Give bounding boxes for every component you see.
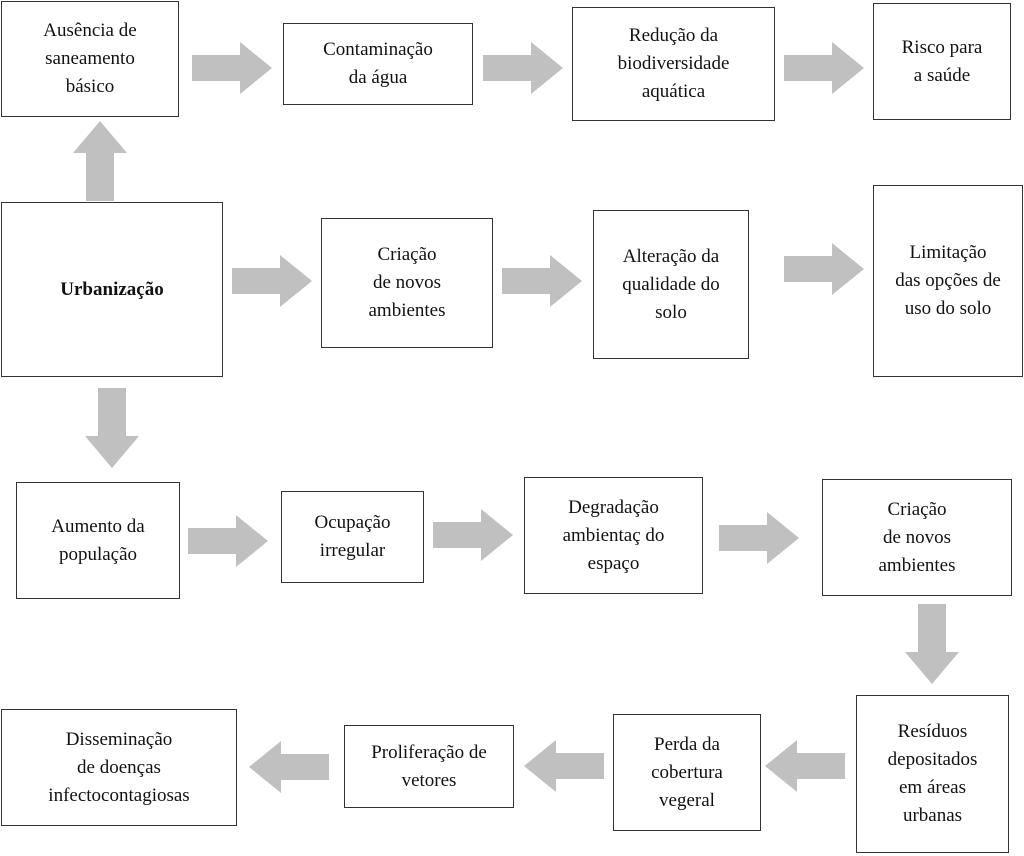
box-aumento-populacao: Aumento da população <box>16 482 180 599</box>
arrow-right-icon <box>232 255 312 307</box>
box-alteracao-qualidade-solo: Alteração da qualidade do solo <box>593 210 749 359</box>
box-residuos-depositados: Resíduos depositados em áreas urbanas <box>856 695 1009 853</box>
arrow-left-icon <box>249 741 329 793</box>
box-criacao-novos-ambientes-1: Criação de novos ambientes <box>321 218 493 348</box>
arrow-right-icon <box>784 243 864 295</box>
arrow-left-icon <box>765 740 845 792</box>
arrow-left-icon <box>524 740 604 792</box>
arrow-right-icon <box>719 512 799 564</box>
arrow-right-icon <box>502 255 582 307</box>
box-disseminacao-doencas: Disseminação de doenças infectocontagios… <box>1 709 237 826</box>
box-urbanizacao: Urbanização <box>1 202 223 377</box>
arrow-down-icon <box>905 604 959 684</box>
box-perda-cobertura-vegetal: Perda da cobertura vegeral <box>613 714 761 831</box>
arrow-up-icon <box>73 121 127 201</box>
arrow-down-icon <box>85 388 139 468</box>
arrow-right-icon <box>433 509 513 561</box>
arrow-right-icon <box>483 42 563 94</box>
arrow-right-icon <box>188 515 268 567</box>
box-reducao-biodiversidade: Redução da biodiversidade aquática <box>572 7 775 121</box>
arrow-right-icon <box>784 42 864 94</box>
box-risco-saude: Risco para a saúde <box>873 3 1011 120</box>
box-criacao-novos-ambientes-2: Criação de novos ambientes <box>822 479 1012 596</box>
box-limitacao-uso-solo: Limitação das opções de uso do solo <box>873 185 1023 377</box>
box-ocupacao-irregular: Ocupação irregular <box>281 491 424 583</box>
box-degradacao-espaco: Degradação ambientaç do espaço <box>524 477 703 594</box>
box-ausencia-saneamento: Ausência de saneamento básico <box>1 1 179 117</box>
box-contaminacao-agua: Contaminação da água <box>283 23 473 105</box>
arrow-right-icon <box>192 42 272 94</box>
box-proliferacao-vetores: Proliferação de vetores <box>344 725 514 808</box>
